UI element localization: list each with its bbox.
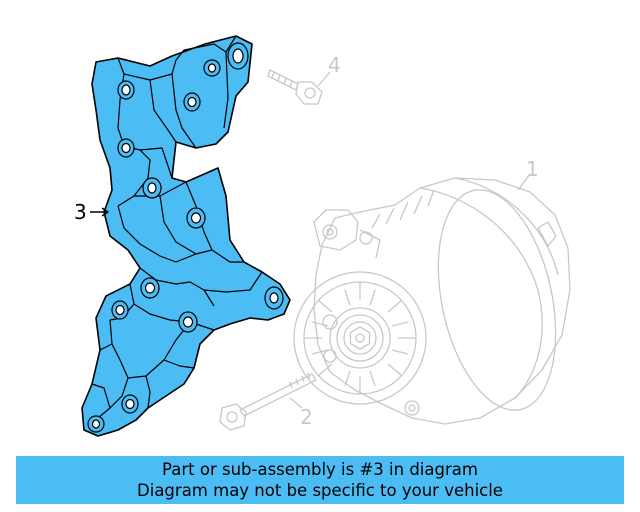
callout-2-label: 2 bbox=[300, 405, 313, 429]
bolt-long-part bbox=[219, 372, 317, 431]
callout-3-label: 3 bbox=[74, 200, 87, 224]
callout-1-label: 1 bbox=[526, 157, 539, 181]
banner-line-disclaimer: Diagram may not be specific to your vehi… bbox=[137, 481, 503, 500]
banner-line-part-number: Part or sub-assembly is #3 in diagram bbox=[162, 460, 478, 479]
callout-4-label: 4 bbox=[328, 53, 341, 77]
alternator-part bbox=[293, 173, 571, 425]
bracket-part bbox=[81, 35, 291, 437]
bolt-short-part bbox=[267, 69, 331, 105]
info-banner: Part or sub-assembly is #3 in diagram Di… bbox=[16, 456, 624, 504]
